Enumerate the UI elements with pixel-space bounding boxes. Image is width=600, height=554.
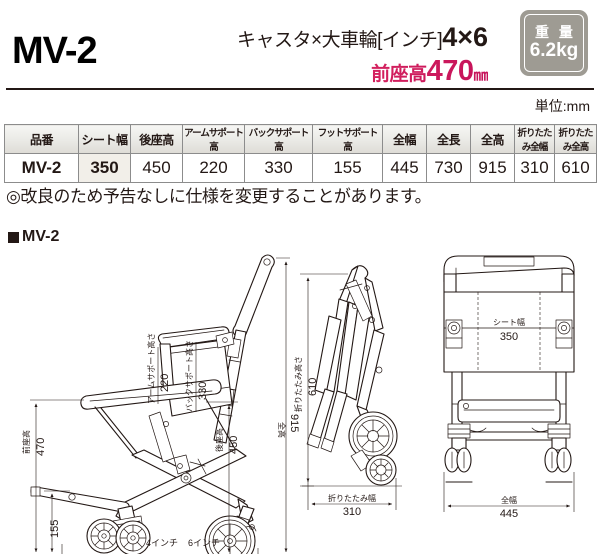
unit-note: 単位:mm bbox=[534, 98, 590, 114]
dim-back-support-label: バックサポート高さ bbox=[184, 340, 194, 412]
header: MV-2 キャスタ×大車輪[インチ]4×6 前座高470㎜ 重 量 6.2kg bbox=[0, 0, 600, 92]
bullet-square-icon bbox=[8, 231, 19, 243]
table-cell: 610 bbox=[554, 153, 597, 183]
dim-arm-support: アームサポート高さ 220 bbox=[146, 333, 171, 404]
dim-arm-support-value: 220 bbox=[159, 374, 171, 392]
table-header-cell: バックサポート高 bbox=[244, 124, 313, 154]
table-cell: 915 bbox=[470, 153, 515, 183]
table-header-row: 品番 シート幅 後座高 アームサポート高 バックサポート高 フットサポート高 全… bbox=[4, 124, 597, 154]
table-cell: 450 bbox=[130, 153, 183, 183]
page-title: MV-2 bbox=[12, 30, 98, 72]
dim-total-height-label: 全高 bbox=[277, 422, 287, 438]
dim-seat-width-value: 350 bbox=[500, 331, 518, 343]
table-cell: 155 bbox=[312, 153, 383, 183]
headline-specs: キャスタ×大車輪[インチ]4×6 前座高470㎜ bbox=[128, 22, 488, 88]
drawing-section-title: MV-2 bbox=[8, 228, 59, 246]
table-header-cell: 全高 bbox=[470, 124, 515, 154]
dim-front-seat-height-value: 470 bbox=[35, 438, 47, 456]
caster-wheel-rear bbox=[115, 520, 151, 554]
table-header-cell: 全長 bbox=[426, 124, 471, 154]
table-cell: 220 bbox=[182, 153, 245, 183]
front-view-drawing: シート幅 350 bbox=[443, 255, 575, 520]
caster-wheel-spec: キャスタ×大車輪[インチ]4×6 bbox=[128, 22, 488, 53]
wheel-inch-label: 6インチ bbox=[188, 538, 220, 548]
dim-folded-height: 折りたたみ高さ 610 bbox=[293, 356, 319, 412]
drawings-area: .ln{fill:none;stroke:#231815;stroke-widt… bbox=[0, 244, 600, 554]
dim-folded-height-value: 610 bbox=[307, 378, 319, 396]
table-cell: 310 bbox=[514, 153, 555, 183]
table-cell-model: MV-2 bbox=[4, 153, 79, 183]
dim-total-width-label: 全幅 bbox=[501, 495, 517, 505]
dim-folded-width: 折りたたみ幅 310 bbox=[328, 493, 376, 518]
table-cell: 730 bbox=[426, 153, 471, 183]
dim-back-support: バックサポート高さ 330 bbox=[184, 340, 209, 412]
front-view-caster-left bbox=[444, 423, 473, 483]
caster-wheel-front bbox=[86, 518, 122, 554]
side-view-drawing: 全高 915 前座高 470 155 後座高 450 bbox=[21, 254, 300, 554]
header-divider bbox=[6, 88, 594, 90]
seat-height-spec: 前座高470㎜ bbox=[128, 55, 488, 88]
dim-rear-seat-height-label: 後座高 bbox=[214, 428, 224, 452]
dim-total-height: 全高 915 bbox=[277, 414, 300, 438]
dim-back-support-value: 330 bbox=[197, 382, 209, 400]
technical-drawings-svg: .ln{fill:none;stroke:#231815;stroke-widt… bbox=[21, 254, 575, 554]
seat-width-annotation: シート幅 350 bbox=[493, 317, 525, 343]
table-cell: 350 bbox=[78, 153, 131, 183]
table-header-cell: フットサポート高 bbox=[312, 124, 383, 154]
table-cell: 330 bbox=[244, 153, 313, 183]
dim-folded-width-value: 310 bbox=[343, 506, 361, 518]
caster-wheel-value: 4×6 bbox=[442, 22, 488, 52]
dim-seat-width-label: シート幅 bbox=[493, 317, 525, 327]
dim-total-width-value: 445 bbox=[500, 508, 518, 520]
dim-folded-height-label: 折りたたみ高さ bbox=[293, 356, 303, 412]
dim-front-seat-height: 前座高 470 bbox=[21, 430, 47, 456]
dim-rear-seat-height: 後座高 450 bbox=[214, 428, 240, 454]
dim-total-width: 全幅 445 bbox=[500, 495, 518, 520]
table-cell: 445 bbox=[382, 153, 427, 183]
drawing-section-label: MV-2 bbox=[22, 228, 60, 245]
table-header-cell: 折りたたみ全高 bbox=[554, 124, 597, 154]
dim-foot-support-value: 155 bbox=[49, 520, 61, 538]
front-view-caster-right bbox=[544, 423, 573, 483]
table-header-cell: 折りたたみ全幅 bbox=[514, 124, 555, 154]
table-header-cell: 全幅 bbox=[382, 124, 427, 154]
caution-note: ◎改良のため予告なしに仕様を変更することがあります。 bbox=[6, 187, 432, 206]
caster-wheel-label: キャスタ×大車輪[インチ] bbox=[237, 30, 443, 51]
spec-table: 品番 シート幅 後座高 アームサポート高 バックサポート高 フットサポート高 全… bbox=[4, 124, 597, 183]
dim-rear-seat-height-value: 450 bbox=[228, 436, 240, 454]
dim-total-height-value: 915 bbox=[288, 414, 300, 432]
seat-height-value: 470 bbox=[426, 55, 474, 88]
table-header-cell: 後座高 bbox=[130, 124, 183, 154]
dim-arm-support-label: アームサポート高さ bbox=[146, 333, 156, 404]
weight-badge: 重 量 6.2kg bbox=[520, 10, 588, 76]
seat-height-label: 前座高 bbox=[371, 64, 427, 86]
table-header-cell: アームサポート高 bbox=[182, 124, 245, 154]
table-header-cell: シート幅 bbox=[78, 124, 131, 154]
weight-label: 重 量 bbox=[535, 24, 576, 41]
weight-value: 6.2kg bbox=[529, 39, 579, 61]
folded-caster-wheel bbox=[365, 454, 397, 486]
folded-view-drawing: 折りたたみ高さ 610 折りたたみ幅 310 bbox=[293, 265, 402, 518]
dim-front-seat-height-label: 前座高 bbox=[21, 430, 31, 454]
table-row: MV-2 350 450 220 330 155 445 730 915 310… bbox=[4, 153, 597, 183]
dim-folded-width-label: 折りたたみ幅 bbox=[328, 493, 376, 503]
weight-badge-inner: 重 量 6.2kg bbox=[524, 14, 584, 72]
caster-inch-label: 4インチ bbox=[146, 538, 178, 548]
table-header-cell: 品番 bbox=[4, 124, 79, 154]
seat-height-unit: ㎜ bbox=[473, 67, 488, 85]
